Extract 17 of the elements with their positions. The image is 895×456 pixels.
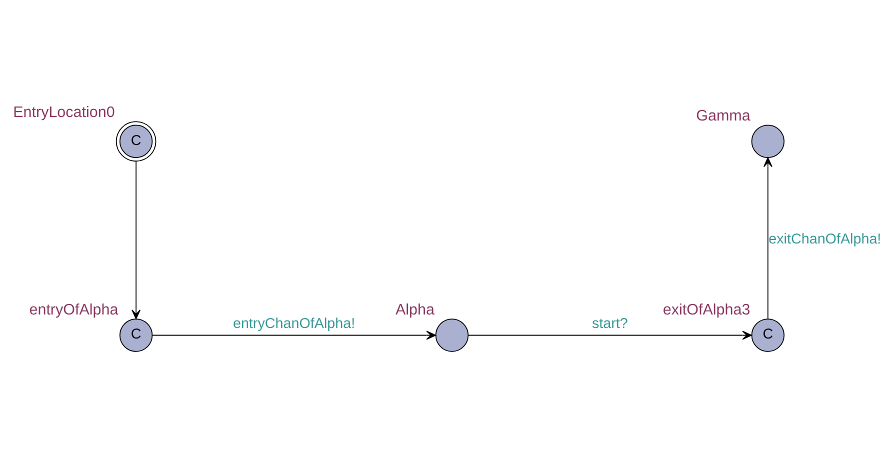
arrow	[468, 330, 752, 340]
node-label: entryOfAlpha	[29, 301, 118, 318]
node-circle	[435, 318, 469, 352]
node-circle	[751, 124, 785, 158]
arrow	[763, 157, 772, 320]
arrow	[132, 160, 141, 320]
node-label: Gamma	[696, 107, 750, 124]
node-circle: C	[751, 318, 785, 352]
node-circle: C	[119, 318, 153, 352]
edge-label: entryChanOfAlpha!	[232, 316, 356, 332]
node-circle: C	[116, 121, 156, 162]
edge-label: exitChanOfAlpha!	[768, 232, 882, 248]
arrow	[152, 330, 436, 340]
node-label: Alpha	[395, 301, 434, 318]
node-label: exitOfAlpha3	[662, 301, 750, 318]
node-label: EntryLocation0	[13, 104, 115, 121]
edge-label: start?	[592, 316, 628, 332]
